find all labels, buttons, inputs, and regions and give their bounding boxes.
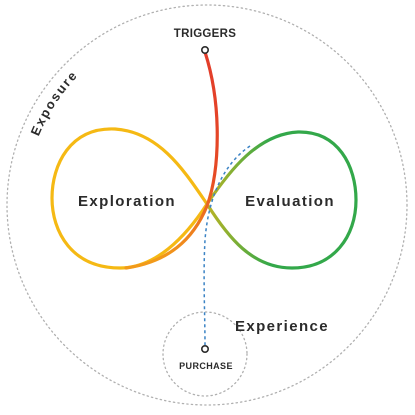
triggers-node — [201, 45, 210, 54]
trigger-path — [124, 50, 219, 270]
evaluation-label: Evaluation — [245, 193, 335, 210]
purchase-node — [201, 344, 210, 353]
exposure-circle — [6, 4, 408, 406]
experience-label: Experience — [235, 318, 329, 335]
experience-circle — [162, 311, 248, 397]
evaluation-loop — [205, 130, 358, 270]
exposure-label: Exposure — [27, 67, 80, 138]
purchase-path — [203, 145, 251, 346]
exploration-label: Exploration — [78, 193, 176, 210]
purchase-label: PURCHASE — [179, 361, 233, 371]
triggers-label: TRIGGERS — [174, 28, 236, 40]
